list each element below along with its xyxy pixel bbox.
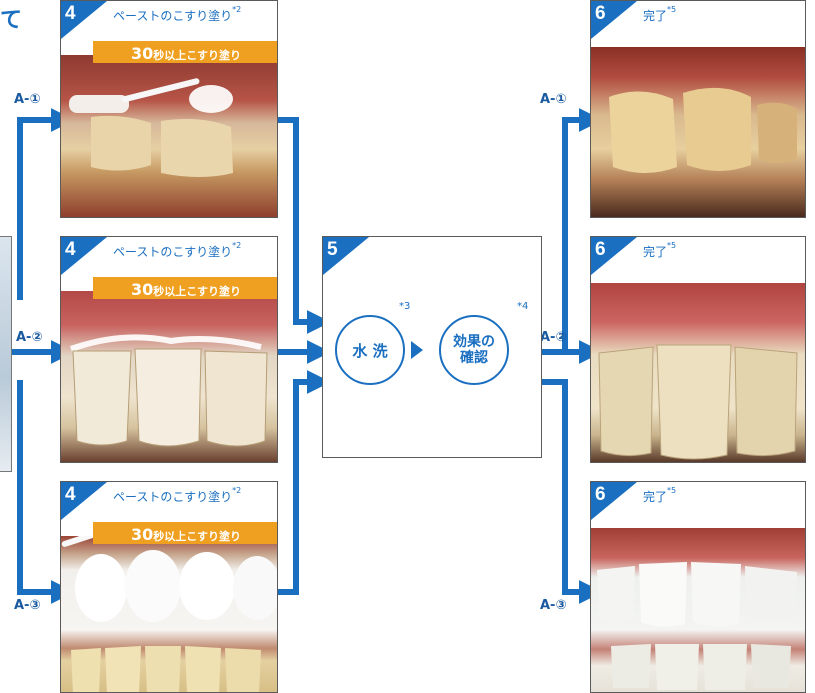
step4-title-note-a2: *2 [232,241,241,250]
step6-title-a3: 完了*5 [643,488,676,505]
step4-number-a1: 4 [65,3,76,25]
step4-title-note-a3: *2 [232,486,241,495]
step6-card-a1: 6 完了*5 [590,0,806,218]
effect-check-line1: 効果の [453,334,495,350]
banner-label-a3: 秒以上こすり塗り [153,530,241,543]
result-photo-a2 [591,283,805,462]
route-label-a2-right: A-② [540,330,566,345]
result-photo-a1 [591,47,805,217]
step4-title-text-a2: ペーストのこすり塗り [113,245,232,259]
step4-number-a2: 4 [65,239,76,261]
arrow-step5-to-a1 [540,120,592,352]
step6-card-a3: 6 完了*5 [590,481,806,693]
paste-application-photo-a3 [61,536,277,692]
effect-check-circle: 効果の 確認 [439,315,509,385]
banner-label-a2: 秒以上こすり塗り [153,285,241,298]
effect-check-line2: 確認 [460,350,488,366]
duration-banner-text-a1: 30秒以上こすり塗り [131,44,241,63]
step4-card-a1: 4 ペーストのこすり塗り*2 30秒以上こすり塗り [60,0,278,218]
step4-title-note-a1: *2 [232,5,241,14]
step6-title-a2: 完了*5 [643,243,676,260]
step6-title-a1: 完了*5 [643,7,676,24]
duration-banner-text-a3: 30秒以上こすり塗り [131,525,241,544]
step4-number-a3: 4 [65,484,76,506]
arrow-to-a3-card [20,380,64,592]
step4-title-a3: ペーストのこすり塗り*2 [113,488,241,505]
arrow-to-a1-card [20,120,64,300]
result-photo-a3 [591,528,805,692]
step6-title-note-a3: *5 [667,486,676,495]
next-triangle-icon [411,341,423,359]
route-label-a3-right: A-③ [540,598,566,613]
step5-card: 5 水 洗 *3 効果の 確認 *4 [322,236,542,458]
step4-title-text-a1: ペーストのこすり塗り [113,9,232,23]
paste-application-photo-a1 [61,55,277,217]
duration-banner-a3: 30秒以上こすり塗り [93,522,278,544]
arrow-a1-to-step5 [276,120,320,322]
route-label-a3-left: A-③ [14,598,40,613]
step4-title-a2: ペーストのこすり塗り*2 [113,243,241,260]
banner-number-a1: 30 [131,44,153,63]
step6-number-a1: 6 [595,3,606,25]
arrow-a3-to-step5 [276,382,320,592]
effect-check-note: *4 [517,301,528,312]
duration-banner-text-a2: 30秒以上こすり塗り [131,280,241,299]
step4-title-a1: ペーストのこすり塗り*2 [113,7,241,24]
step6-card-a2: 6 完了*5 [590,236,806,463]
rinse-circle: 水 洗 [335,315,405,385]
arrow-step5-to-a3 [540,382,592,592]
step6-title-text-a3: 完了 [643,490,667,504]
step6-title-note-a1: *5 [667,5,676,14]
step6-title-text-a2: 完了 [643,245,667,259]
step4-title-text-a3: ペーストのこすり塗り [113,490,232,504]
step4-card-a2: 4 ペーストのこすり塗り*2 30秒以上こすり塗り [60,236,278,463]
route-label-a2-left: A-② [16,330,42,345]
banner-number-a3: 30 [131,525,153,544]
step6-title-note-a2: *5 [667,241,676,250]
banner-label-a1: 秒以上こすり塗り [153,49,241,62]
step6-number-a2: 6 [595,239,606,261]
step5-number: 5 [327,239,338,261]
route-label-a1-left: A-① [14,92,40,107]
step4-card-a3: 4 ペーストのこすり塗り*2 30秒以上こすり塗り [60,481,278,693]
banner-number-a2: 30 [131,280,153,299]
rinse-label: 水 洗 [352,340,387,361]
step6-number-a3: 6 [595,484,606,506]
duration-banner-a2: 30秒以上こすり塗り [93,277,278,299]
route-label-a1-right: A-① [540,92,566,107]
rinse-note: *3 [399,301,410,312]
step6-title-text-a1: 完了 [643,9,667,23]
duration-banner-a1: 30秒以上こすり塗り [93,41,278,63]
paste-application-photo-a2 [61,291,277,462]
